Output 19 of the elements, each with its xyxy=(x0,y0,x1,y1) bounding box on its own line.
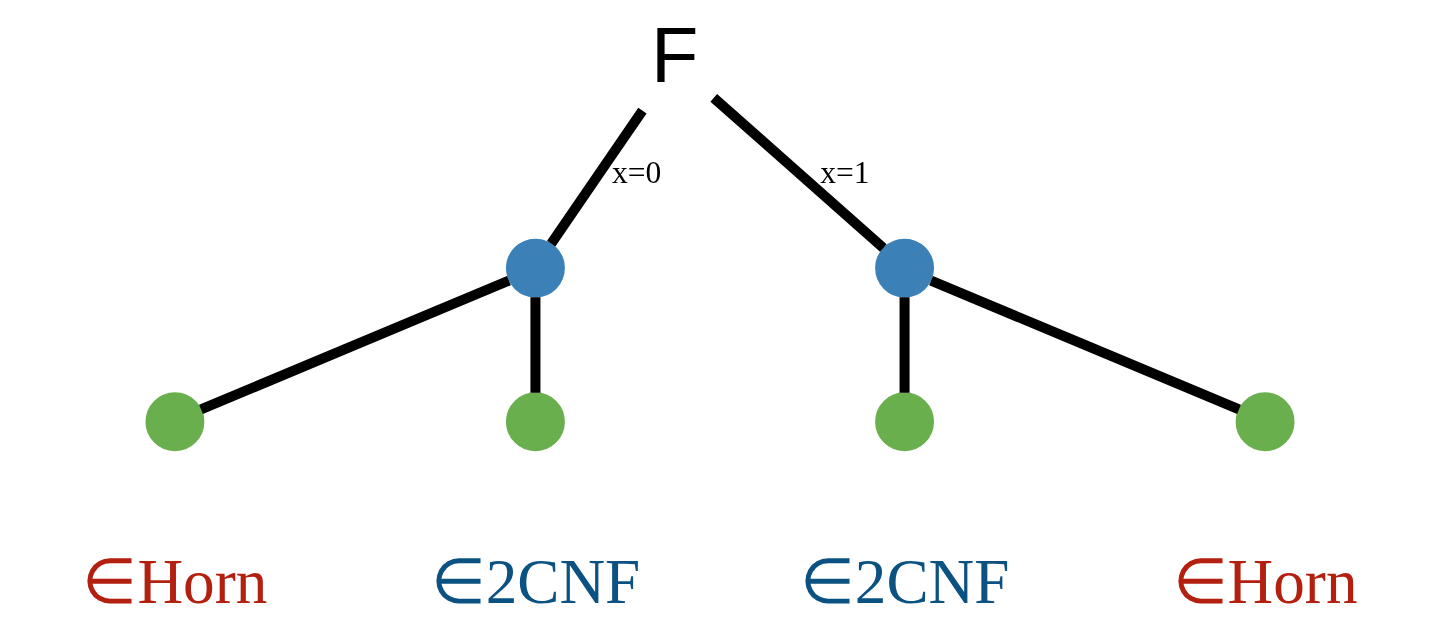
node-circle xyxy=(506,238,565,298)
connector xyxy=(899,297,910,393)
node-label: ∈2CNF xyxy=(799,547,1010,618)
node-circle xyxy=(506,392,565,452)
node-text: F xyxy=(651,11,699,98)
connector xyxy=(547,107,647,247)
node-label: ∈Horn xyxy=(82,547,268,618)
node-circle xyxy=(875,392,934,452)
node-circle xyxy=(1235,392,1295,452)
node-label: ∈2CNF xyxy=(430,547,641,618)
node-circle xyxy=(875,238,934,298)
edge-label: x=1 xyxy=(820,154,870,190)
connector xyxy=(929,275,1241,415)
node-label: ∈Horn xyxy=(1172,547,1358,618)
node-circle xyxy=(145,392,205,452)
connector xyxy=(710,94,887,252)
connector xyxy=(530,297,541,393)
edge-label: x=0 xyxy=(612,154,662,190)
connector xyxy=(199,275,511,415)
